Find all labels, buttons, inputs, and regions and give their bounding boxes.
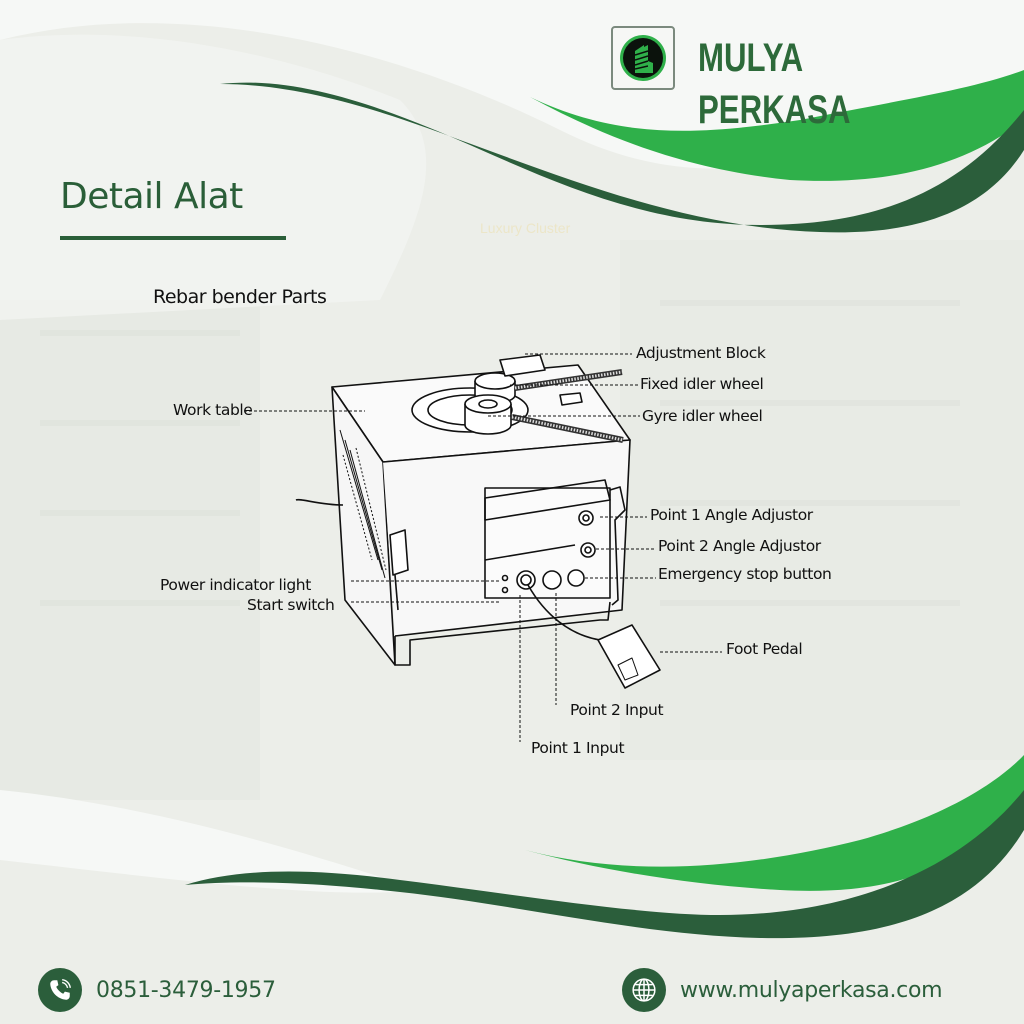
label-point2-angle-adjustor: Point 2 Angle Adjustor [658,537,821,555]
label-gyre-idler-wheel: Gyre idler wheel [642,407,763,425]
logo [611,26,675,90]
diagram-title: Rebar bender Parts [153,286,327,308]
title-underline [60,236,286,240]
label-adjustment-block: Adjustment Block [636,344,766,362]
phone-icon [38,968,82,1012]
brand-name: MULYA PERKASA [698,36,851,132]
contact-phone[interactable]: 0851-3479-1957 [38,968,276,1012]
globe-icon [622,968,666,1012]
label-work-table: Work table [173,401,253,419]
label-foot-pedal: Foot Pedal [726,640,803,658]
label-power-indicator-light: Power indicator light [160,576,311,594]
phone-number: 0851-3479-1957 [96,977,276,1003]
faint-building-background [0,240,1024,800]
faint-caption: Luxury Cluster [480,220,571,236]
page-title: Detail Alat [60,176,243,217]
label-fixed-idler-wheel: Fixed idler wheel [640,375,764,393]
label-point1-angle-adjustor: Point 1 Angle Adjustor [650,506,813,524]
label-point1-input: Point 1 Input [531,739,625,757]
label-start-switch: Start switch [247,596,335,614]
website-url: www.mulyaperkasa.com [680,977,943,1003]
label-emergency-stop-button: Emergency stop button [658,565,832,583]
building-icon [620,35,666,81]
contact-website[interactable]: www.mulyaperkasa.com [622,968,943,1012]
label-point2-input: Point 2 Input [570,701,664,719]
